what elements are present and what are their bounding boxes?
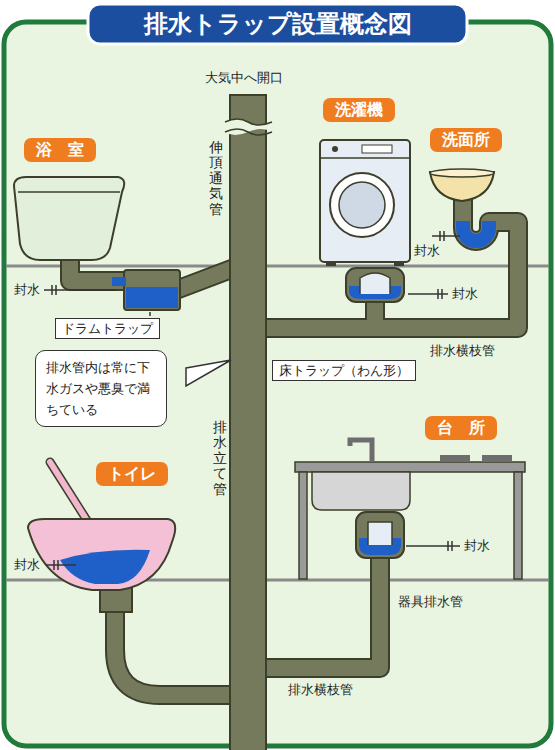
room-tag: 台 所 bbox=[425, 416, 497, 440]
seal-water bbox=[126, 287, 178, 308]
seal-water bbox=[463, 221, 489, 241]
faucet bbox=[350, 440, 372, 462]
node-text: 台 所 bbox=[437, 418, 485, 438]
node-text: ドラムトラップ bbox=[62, 320, 153, 337]
floor-trap bbox=[346, 268, 404, 302]
machine-door bbox=[330, 173, 394, 237]
node-text: 洗濯機 bbox=[335, 100, 383, 120]
drum-trap bbox=[124, 270, 180, 310]
kitchen-counter bbox=[295, 462, 525, 472]
floor-line bbox=[6, 265, 549, 268]
part-label-box: ドラムトラップ bbox=[55, 318, 160, 339]
part-label: 排水横枝管 bbox=[288, 682, 353, 698]
seal-water bbox=[112, 277, 126, 286]
callout-pointer bbox=[186, 360, 231, 386]
room-tag: 洗面所 bbox=[430, 128, 502, 152]
part-label-box: 床トラップ（わん形） bbox=[272, 360, 416, 381]
room-tag: トイレ bbox=[96, 462, 168, 486]
part-label: 封水 bbox=[14, 557, 40, 573]
sink-trap bbox=[356, 512, 404, 558]
bathtub bbox=[14, 177, 124, 260]
seal-water bbox=[60, 550, 150, 584]
background-panel bbox=[4, 22, 551, 746]
node-text: 排水管内は常に下水ガスや悪臭で満ちている bbox=[46, 357, 156, 420]
soil-stack bbox=[230, 95, 266, 750]
node-text: 洗面所 bbox=[442, 130, 490, 150]
toilet-bowl bbox=[28, 519, 175, 590]
node-text: 床トラップ（わん形） bbox=[279, 362, 409, 379]
sink bbox=[312, 472, 410, 510]
title: 排水トラップ設置概念図 bbox=[0, 9, 555, 39]
bathtub-rim bbox=[18, 191, 120, 193]
part-label: 封水 bbox=[414, 243, 440, 259]
part-label: 大気中へ開口 bbox=[205, 70, 283, 86]
room-tag: 浴 室 bbox=[24, 138, 96, 162]
node-text: トイレ bbox=[108, 464, 156, 484]
node-text: 浴 室 bbox=[36, 140, 84, 160]
washing-machine bbox=[320, 140, 410, 262]
drain-pipe-outline bbox=[70, 198, 518, 695]
part-label: 排水立て管 bbox=[213, 420, 227, 497]
part-label: 器具排水管 bbox=[398, 594, 463, 610]
break-mark bbox=[225, 119, 272, 135]
part-label: 排水横枝管 bbox=[430, 343, 495, 359]
callout-box: 排水管内は常に下水ガスや悪臭で満ちている bbox=[35, 350, 167, 427]
drain-pipe bbox=[70, 198, 518, 695]
toilet-lid bbox=[50, 462, 88, 522]
part-label: 封水 bbox=[452, 286, 478, 302]
break-mark bbox=[225, 119, 272, 135]
part-label: 封水 bbox=[14, 282, 40, 298]
room-tag: 洗濯機 bbox=[323, 98, 395, 122]
part-label: 伸頂通気管 bbox=[209, 140, 223, 217]
part-label: 封水 bbox=[464, 538, 490, 554]
bell-cap bbox=[360, 273, 390, 294]
